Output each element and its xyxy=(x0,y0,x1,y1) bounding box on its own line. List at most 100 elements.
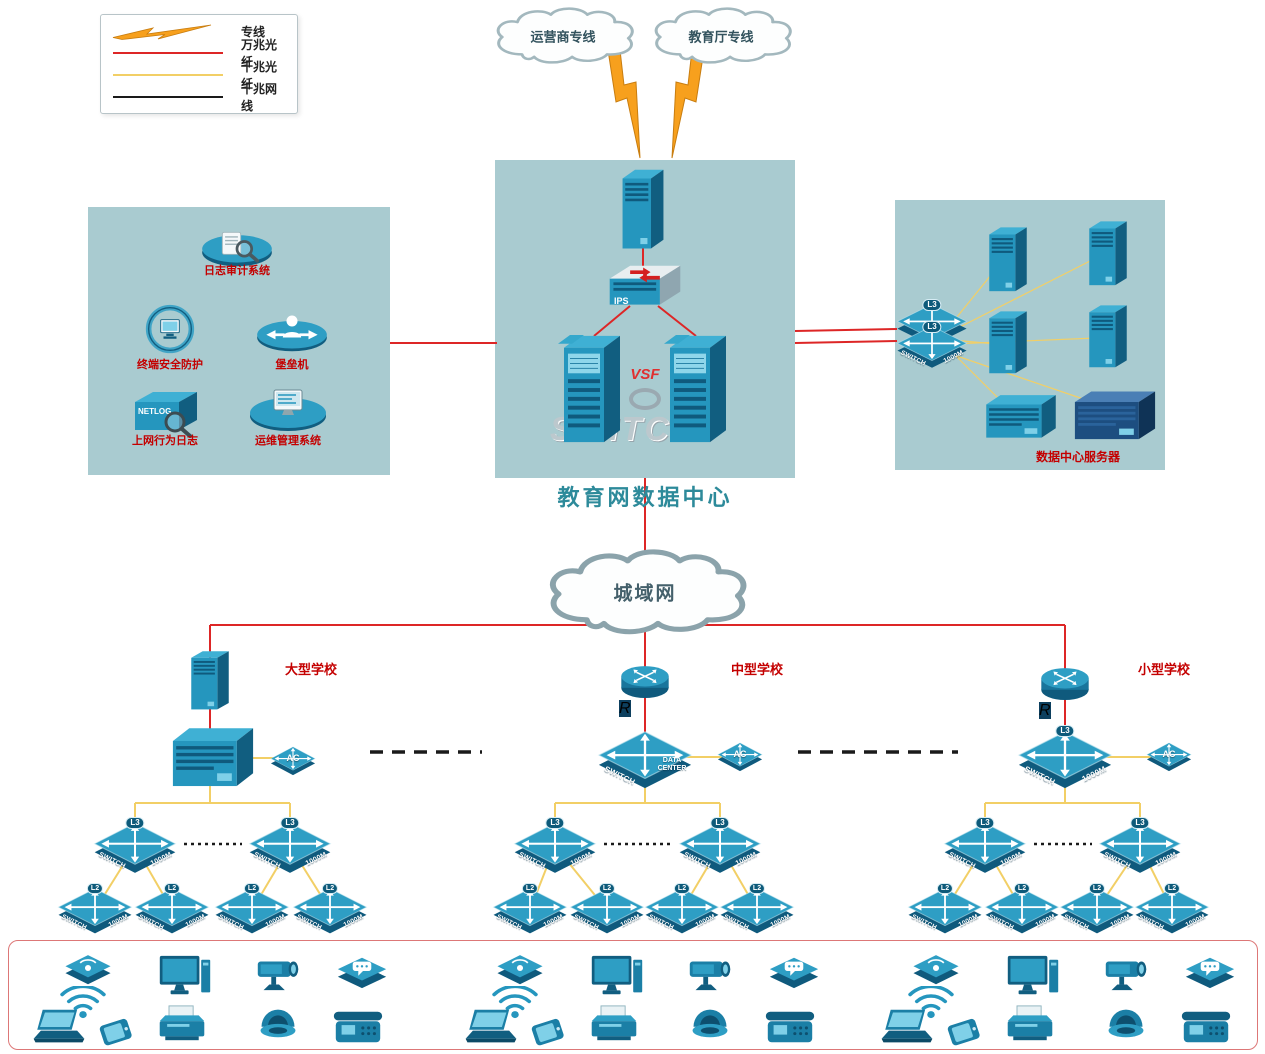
server-tower xyxy=(1086,220,1130,288)
bastion-host-label: 堡垒机 xyxy=(275,359,309,371)
end-devices-group-medium xyxy=(462,946,834,1048)
wireless-ap-icon xyxy=(494,950,546,986)
voice-chat-icon xyxy=(336,954,388,990)
legend-label: 千兆光纤 xyxy=(241,60,278,91)
l2-switch: L2 SWITCH 1000M xyxy=(134,883,210,938)
server-tower xyxy=(986,226,1030,294)
layer-badge: L3 xyxy=(975,817,995,829)
ac-label: AC xyxy=(733,748,747,759)
telephone-icon xyxy=(1178,1008,1234,1046)
school-router: R xyxy=(619,658,671,717)
layer-badge: L2 xyxy=(1163,883,1181,894)
desktop-computer-icon xyxy=(1006,954,1060,1000)
cloud-isp-label: 运营商专线 xyxy=(530,29,596,45)
ptz-camera-icon xyxy=(252,952,306,994)
server-icon xyxy=(1086,304,1130,370)
cloud-edu: 教育厅专线 xyxy=(645,6,797,68)
router-icon xyxy=(1039,660,1091,702)
layer-badge: L3 xyxy=(922,299,942,311)
end-devices-box xyxy=(8,940,1258,1050)
layer-badge: L3 xyxy=(545,817,565,829)
wireless-ap-icon xyxy=(62,950,114,986)
layer-badge: L2 xyxy=(673,883,691,894)
legend-row: 千兆网线 xyxy=(111,82,287,113)
log-audit-label: 日志审计系统 xyxy=(204,265,270,277)
legend-label: 专线 xyxy=(241,24,266,39)
laptop-icon xyxy=(30,1008,88,1046)
cloud-isp: 运营商专线 xyxy=(487,6,639,68)
layer-badge: L2 xyxy=(243,883,261,894)
chassis-icon xyxy=(168,724,258,792)
server-farm-switch: L3 xyxy=(896,299,968,350)
l2-switch: L2 SWITCH 1000M xyxy=(907,883,983,938)
school-large-label: 大型学校 xyxy=(284,662,338,677)
desktop-computer-icon xyxy=(590,954,644,1000)
ips-label: IPS xyxy=(614,296,629,306)
core-switch-small: L3 SWITCH 1000M xyxy=(1017,725,1113,794)
server-panel-label: 数据中心服务器 xyxy=(1035,450,1121,464)
ac-controller: AC xyxy=(270,744,316,778)
fiber-1g-icon xyxy=(113,74,223,76)
fiber-10g-icon xyxy=(113,52,223,54)
l2-switch: L2 SWITCH 1000M xyxy=(214,883,290,938)
layer-badge: L3 xyxy=(125,817,145,829)
wireless-ap-icon xyxy=(910,950,962,986)
netlog-label: 上网行为日志 xyxy=(132,435,198,447)
layer-badge: L3 xyxy=(1055,725,1075,737)
legend-label: 万兆光纤 xyxy=(241,38,278,69)
server-farm-switch: L3 SWITCH 1000M xyxy=(896,321,968,372)
dedicated-line-icon xyxy=(112,24,212,40)
ac-label: AC xyxy=(1162,748,1176,759)
vsf-link-ring xyxy=(629,388,661,410)
school-small-label: 小型学校 xyxy=(1137,662,1191,677)
rack-chassis xyxy=(1070,388,1160,444)
layer-badge: L2 xyxy=(521,883,539,894)
layer-badge: L3 xyxy=(280,817,300,829)
layer-badge: L3 xyxy=(710,817,730,829)
l3-switch: L3 SWITCH 1000M xyxy=(678,817,762,878)
laptop-icon xyxy=(462,1008,520,1046)
netlog-icon: NETLOG xyxy=(123,386,207,438)
end-devices-group-large xyxy=(30,946,402,1048)
l2-switch: L2 SWITCH 1000M xyxy=(644,883,720,938)
l3-switch: L3 SWITCH 1000M xyxy=(1098,817,1182,878)
telephone-icon xyxy=(762,1008,818,1046)
legend-row: 万兆光纤 xyxy=(111,38,287,69)
ops-mgmt-icon xyxy=(246,384,330,434)
l3-switch: L3 SWITCH 1000M xyxy=(248,817,332,878)
legend: 专线 万兆光纤 千兆光纤 千兆网线 xyxy=(100,14,298,114)
firewall-icon xyxy=(619,168,667,252)
l2-switch: L2 SWITCH 1000M xyxy=(292,883,368,938)
l2-switch: L2 SWITCH 1000M xyxy=(719,883,795,938)
end-devices-group-small xyxy=(878,946,1250,1048)
dome-camera-icon xyxy=(256,1002,300,1042)
server-icon xyxy=(1086,220,1130,288)
cloud-edu-label: 教育厅专线 xyxy=(688,29,754,45)
legend-row: 专线 xyxy=(111,21,287,41)
layer-badge: L2 xyxy=(86,883,104,894)
storage-icon xyxy=(982,392,1060,442)
desktop-computer-icon xyxy=(158,954,212,1000)
endpoint-protection-icon xyxy=(138,303,202,355)
cloud-man-label: 城域网 xyxy=(613,583,677,605)
layer-badge: L2 xyxy=(936,883,954,894)
l3-switch: L3 SWITCH 1000M xyxy=(943,817,1027,878)
ethernet-icon xyxy=(113,96,223,98)
firewall-device xyxy=(619,168,667,252)
l2-switch: L2 SWITCH 1000M xyxy=(492,883,568,938)
l2-switch: L2 SWITCH 1000M xyxy=(1059,883,1135,938)
ptz-camera-icon xyxy=(684,952,738,994)
core-switch-icon xyxy=(558,332,626,448)
printer-icon xyxy=(156,1004,208,1044)
bastion-host-icon xyxy=(250,310,334,354)
telephone-icon xyxy=(330,1008,386,1046)
server-tower xyxy=(986,310,1030,376)
smartphone-icon xyxy=(942,1018,986,1048)
log-audit-icon xyxy=(195,225,279,269)
netlog-device-label: NETLOG xyxy=(138,407,171,416)
school-router: R xyxy=(1039,660,1091,719)
voice-chat-icon xyxy=(1184,954,1236,990)
l2-switch: L2 SWITCH 1000M xyxy=(984,883,1060,938)
layer-badge: L2 xyxy=(1013,883,1031,894)
